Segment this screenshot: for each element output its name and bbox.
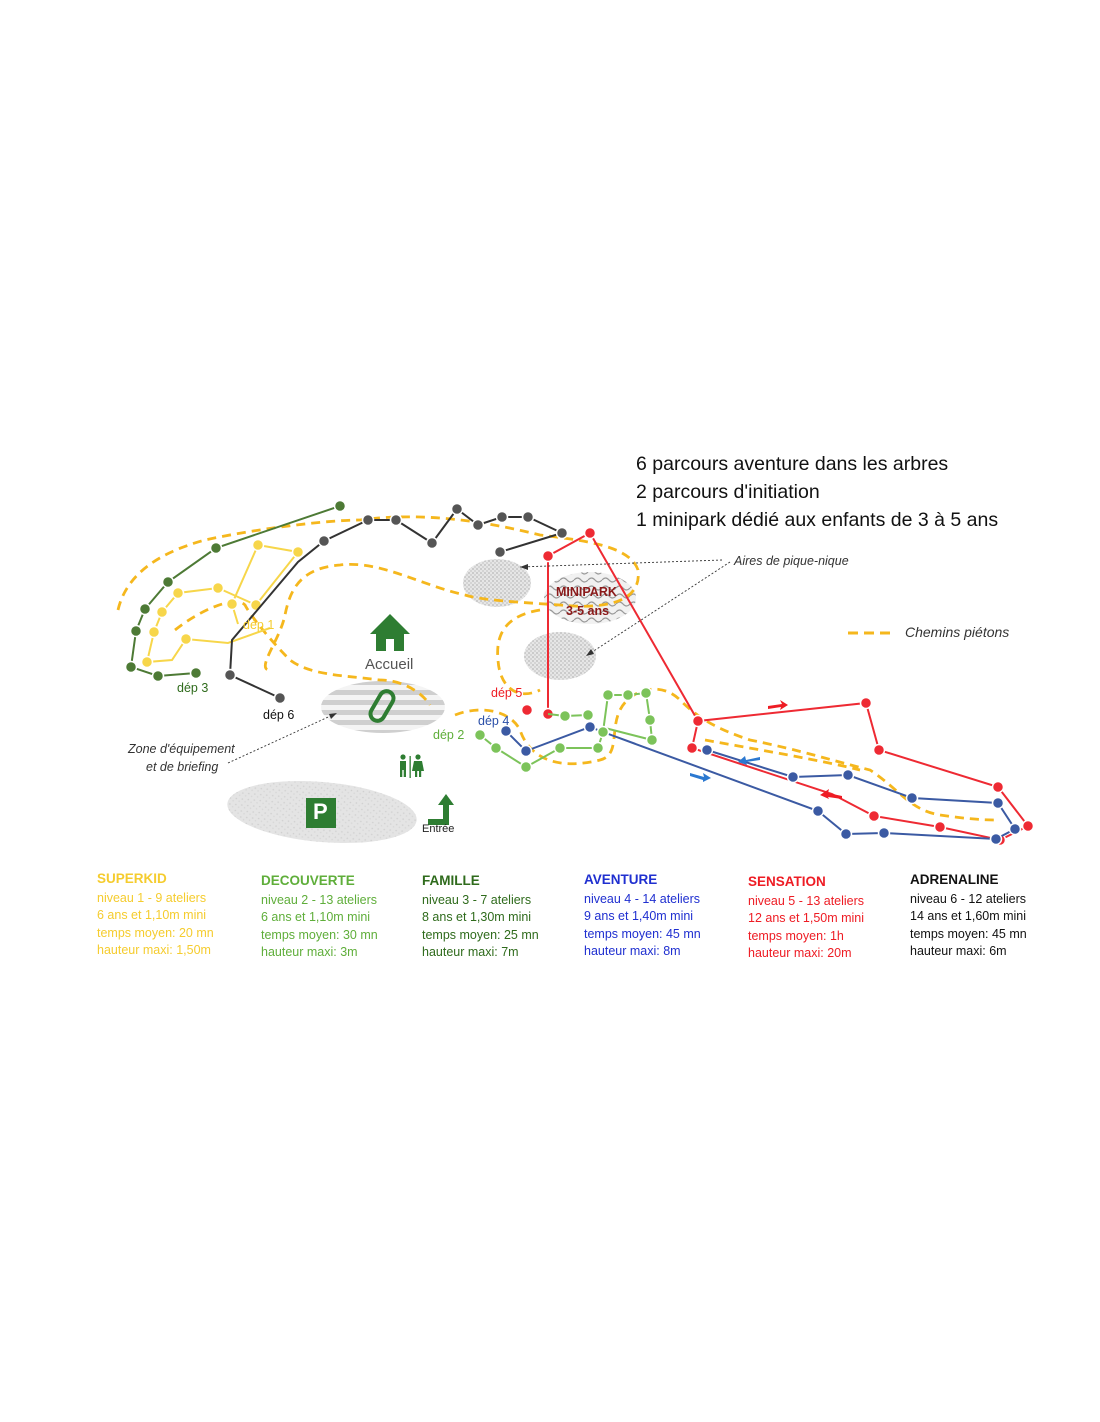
legend-sensation-line: temps moyen: 1h bbox=[748, 928, 844, 943]
legend-adrenaline: ADRENALINE niveau 6 - 12 ateliers 14 ans… bbox=[910, 871, 1027, 961]
picnic-area-1 bbox=[463, 559, 531, 607]
legend-aventure-line: 9 ans et 1,40m mini bbox=[584, 909, 694, 923]
direction-arrow-icon bbox=[690, 700, 842, 799]
minipark-age: 3-5 ans bbox=[566, 604, 610, 618]
legend-superkid-name: SUPERKID bbox=[97, 871, 167, 886]
legend-superkid-line: 6 ans et 1,10m mini bbox=[97, 908, 207, 922]
legend-superkid: SUPERKID niveau 1 - 9 ateliers 6 ans et … bbox=[97, 870, 214, 960]
legend-superkid-line: hauteur maxi: 1,50m bbox=[97, 943, 211, 957]
departure-label-1: dép 1 bbox=[243, 618, 275, 632]
legend-adrenaline-line: temps moyen: 45 mn bbox=[910, 926, 1027, 941]
legend-aventure-line: temps moyen: 45 mn bbox=[584, 926, 701, 941]
legend-decouverte-name: DECOUVERTE bbox=[261, 873, 355, 888]
minipark-area bbox=[544, 572, 636, 624]
pedestrian-paths-label: Chemins piétons bbox=[905, 624, 1010, 640]
departure-label-4: dép 4 bbox=[478, 714, 510, 728]
route-famille bbox=[124, 499, 347, 683]
entrance-label: Entrée bbox=[422, 823, 455, 835]
callout-lines bbox=[227, 559, 731, 764]
legend-adrenaline-line: 14 ans et 1,60m mini bbox=[910, 909, 1027, 923]
equipment-zone-label-1: Zone d'équipement bbox=[128, 742, 235, 756]
restroom-icon bbox=[400, 754, 424, 778]
legend-superkid-line: niveau 1 - 9 ateliers bbox=[97, 890, 207, 905]
route-sensation bbox=[520, 526, 1035, 847]
legend-famille-line: 8 ans et 1,30m mini bbox=[422, 910, 532, 924]
legend-superkid-line: temps moyen: 20 mn bbox=[97, 925, 214, 940]
legend-famille-name: FAMILLE bbox=[422, 873, 480, 888]
departure-label-2: dép 2 bbox=[433, 728, 465, 742]
legend-decouverte-line: hauteur maxi: 3m bbox=[261, 945, 358, 959]
headline-line-1: 6 parcours aventure dans les arbres bbox=[636, 453, 949, 475]
equipment-zone-label-2: et de briefing bbox=[146, 760, 219, 774]
parking-icon bbox=[306, 798, 336, 828]
minipark-title: MINIPARK bbox=[556, 585, 617, 599]
headline-line-2: 2 parcours d'initiation bbox=[636, 481, 820, 503]
legend-famille-line: niveau 3 - 7 ateliers bbox=[422, 892, 532, 907]
carabiner-icon bbox=[368, 689, 396, 723]
legend-adrenaline-line: hauteur maxi: 6m bbox=[910, 944, 1007, 958]
picnic-areas-label: Aires de pique-nique bbox=[734, 554, 849, 568]
callout-arrowheads bbox=[329, 564, 594, 719]
legend-adrenaline-name: ADRENALINE bbox=[910, 872, 999, 887]
legend-decouverte-line: 6 ans et 1,10m mini bbox=[261, 910, 371, 924]
equipment-briefing-zone bbox=[321, 681, 445, 733]
legend-famille-line: hauteur maxi: 7m bbox=[422, 945, 519, 959]
legend-sensation-name: SENSATION bbox=[748, 874, 826, 889]
legend-sensation-line: niveau 5 - 13 ateliers bbox=[748, 893, 865, 908]
legend-aventure-line: hauteur maxi: 8m bbox=[584, 944, 681, 958]
departure-label-6: dép 6 bbox=[263, 708, 295, 722]
legend-decouverte-line: temps moyen: 30 mn bbox=[261, 927, 378, 942]
legend-aventure-name: AVENTURE bbox=[584, 872, 658, 887]
departure-label-5: dép 5 bbox=[491, 686, 523, 700]
headline-line-3: 1 minipark dédié aux enfants de 3 à 5 an… bbox=[636, 509, 999, 531]
entrance-arrow-icon bbox=[428, 794, 454, 825]
legend-aventure: AVENTURE niveau 4 - 14 ateliers 9 ans et… bbox=[584, 871, 701, 961]
route-superkid bbox=[140, 538, 305, 669]
picnic-area-2 bbox=[524, 632, 596, 680]
legend-sensation: SENSATION niveau 5 - 13 ateliers 12 ans … bbox=[748, 873, 864, 963]
route-decouverte bbox=[473, 686, 659, 774]
departure-label-3: dép 3 bbox=[177, 681, 209, 695]
parking-letter: P bbox=[313, 799, 328, 824]
legend-adrenaline-line: niveau 6 - 12 ateliers bbox=[910, 891, 1027, 906]
legend-sensation-line: hauteur maxi: 20m bbox=[748, 946, 852, 960]
legend-aventure-line: niveau 4 - 14 ateliers bbox=[584, 891, 701, 906]
route-adrenaline bbox=[223, 502, 569, 705]
legend-decouverte-line: niveau 2 - 13 ateliers bbox=[261, 892, 378, 907]
house-icon bbox=[370, 614, 410, 651]
accueil-label: Accueil bbox=[365, 656, 414, 673]
legend-sensation-line: 12 ans et 1,50m mini bbox=[748, 911, 865, 925]
route-aventure bbox=[499, 720, 1022, 846]
legend-famille-line: temps moyen: 25 mn bbox=[422, 927, 539, 942]
legend-decouverte: DECOUVERTE niveau 2 - 13 ateliers 6 ans … bbox=[261, 872, 378, 962]
legend-famille: FAMILLE niveau 3 - 7 ateliers 8 ans et 1… bbox=[422, 872, 539, 962]
